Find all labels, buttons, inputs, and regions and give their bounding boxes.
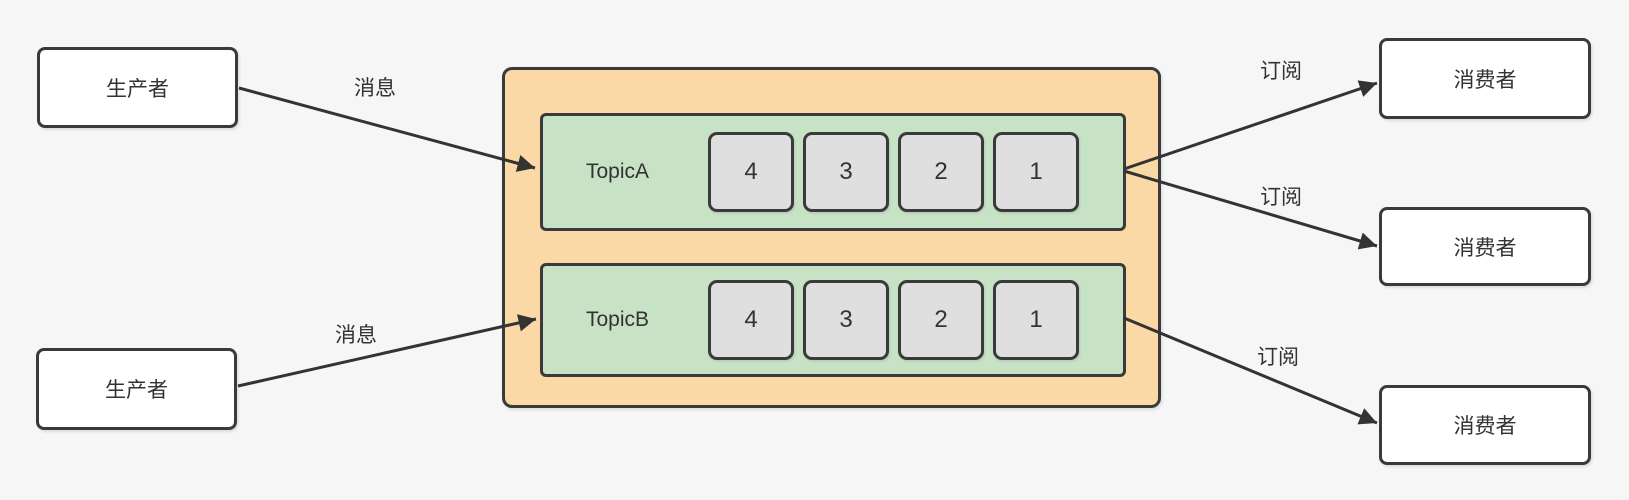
arrow-subscribe-topic-a-consumer-1 [1123, 80, 1378, 171]
message-cell: 1 [993, 132, 1079, 212]
topic-name: TopicA [586, 160, 650, 183]
consumer-node-2: 消费者 [1379, 207, 1591, 286]
producer-label: 生产者 [105, 379, 168, 402]
consumer-node-3: 消费者 [1379, 385, 1591, 465]
message-cell: 4 [708, 280, 794, 360]
consumer-label: 消费者 [1453, 415, 1517, 438]
message-cell: 2 [898, 280, 984, 360]
message-queue-a: 4 3 2 1 [708, 132, 1079, 212]
topic-row-b: TopicB 4 3 2 1 [540, 263, 1126, 377]
producer-node-1: 生产者 [37, 47, 238, 128]
message-queue-b: 4 3 2 1 [708, 280, 1079, 360]
message-cell: 2 [898, 132, 984, 212]
message-cell: 4 [708, 132, 794, 212]
message-cell: 1 [993, 280, 1079, 360]
producer-label: 生产者 [106, 77, 169, 101]
topic-row-a: TopicA 4 3 2 1 [540, 113, 1126, 231]
producer-node-2: 生产者 [36, 348, 237, 430]
message-cell: 3 [803, 280, 889, 360]
edge-label-subscribe-3: 订阅 [1257, 346, 1299, 369]
edge-label-message-b: 消息 [335, 324, 377, 347]
arrow-subscribe-topic-b-consumer-3 [1123, 316, 1378, 425]
message-cell: 3 [803, 132, 889, 212]
arrow-subscribe-topic-a-consumer-2 [1123, 169, 1378, 250]
broker-container: TopicA 4 3 2 1 TopicB 4 3 2 1 [502, 67, 1161, 408]
edge-label-subscribe-1: 订阅 [1260, 60, 1302, 83]
arrow-message-to-topic-b [237, 314, 537, 388]
edge-label-subscribe-2: 订阅 [1260, 186, 1302, 209]
consumer-node-1: 消费者 [1379, 38, 1591, 119]
consumer-label: 消费者 [1453, 236, 1517, 260]
edge-label-message-a: 消息 [354, 77, 396, 100]
topic-name: TopicB [586, 308, 650, 331]
consumer-label: 消费者 [1453, 68, 1517, 92]
